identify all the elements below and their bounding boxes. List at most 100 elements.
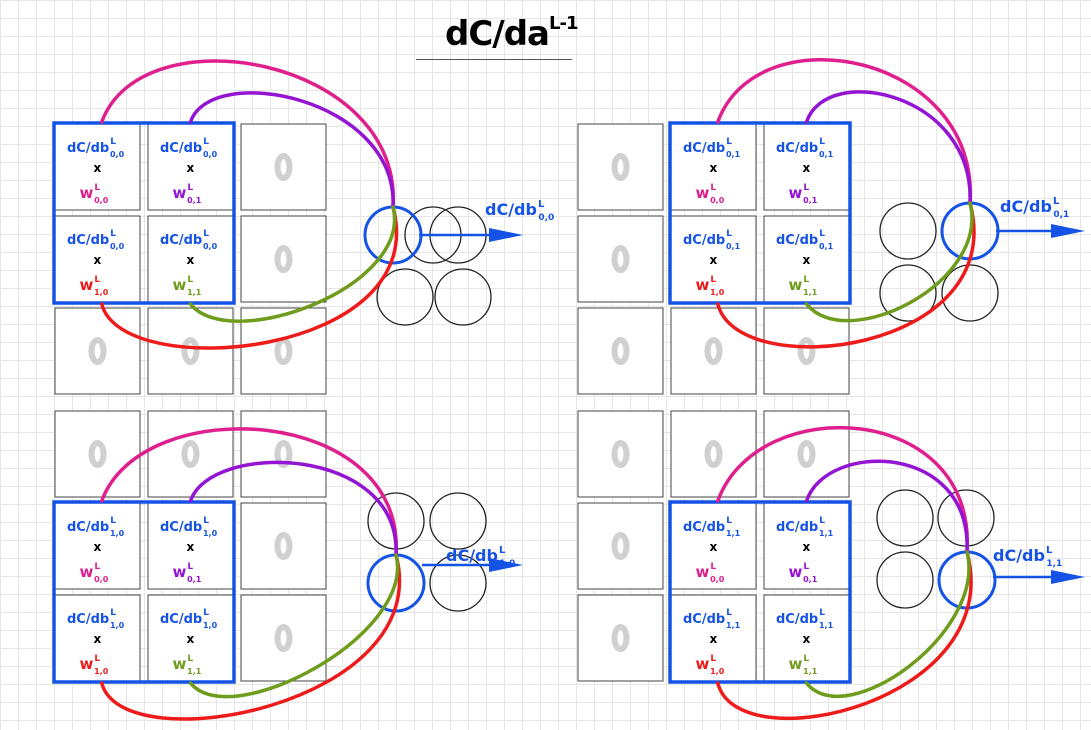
output-gradient-label-base: dC/db [485,200,537,219]
zero-cell [240,502,327,590]
cell-box [147,594,234,682]
zero-glyph [274,440,293,468]
neuron-circle [434,268,492,326]
cell-box [147,215,234,303]
gradient-label-base: dC/db [67,612,109,627]
times-symbol: x [187,253,195,267]
gradient-label-sup: L [110,137,116,147]
times-symbol: x [187,540,195,554]
weight-label-sup: L [187,654,193,664]
zero-glyph [611,337,630,365]
weight-label-sup: L [94,562,100,572]
times-symbol: x [187,161,195,175]
neuron-circle [429,492,487,550]
weight-label-base: w [80,184,94,202]
gradient-label-sup: L [110,516,116,526]
weight-label-sup: L [710,562,716,572]
gradient-label-sub: 0,0 [203,150,218,159]
zero-glyph [274,624,293,652]
cell-box [54,410,141,498]
zero-cell [577,502,664,590]
gradient-label-sub: 0,1 [726,242,741,251]
times-symbol: x [710,253,718,267]
weight-label-base: w [173,276,187,294]
gradient-label-base: dC/db [776,233,818,248]
gradient-label-base: dC/db [67,233,109,248]
neuron-circle [429,554,487,612]
cell-box [763,594,850,682]
weight-label-sub: 0,0 [710,575,725,584]
gradient-label-base: dC/db [67,141,109,156]
weight-label-sup: L [803,654,809,664]
gradient-label-sup: L [819,516,825,526]
gradient-label-base: dC/db [160,233,202,248]
weight-label-sup: L [94,183,100,193]
zero-cell [763,410,850,498]
zero-cell [54,410,141,498]
cell-box [670,307,757,395]
zero-cell [240,410,327,498]
weight-label-sup: L [710,183,716,193]
times-symbol: x [187,632,195,646]
gradient-label-sup: L [203,608,209,618]
title-base: dC/da [445,14,550,54]
weight-label-base: w [80,655,94,673]
cell-box [240,502,327,590]
gradient-label-sup: L [110,608,116,618]
cell-box [240,594,327,682]
weight-label-sup: L [187,183,193,193]
weight-label-sub: 1,1 [187,667,202,676]
gradient-label-sub: 1,0 [203,529,218,538]
gradient-label-sup: L [726,516,732,526]
zero-glyph [611,440,630,468]
gradient-label-sub: 1,1 [819,621,834,630]
weight-label-base: w [789,184,803,202]
gradient-label-sub: 0,0 [110,150,125,159]
output-gradient-label-sup: L [1046,545,1053,556]
cell-box [54,594,141,682]
cell-box [763,307,850,395]
cell-box [240,410,327,498]
weight-label-sup: L [710,654,716,664]
gradient-label-base: dC/db [683,233,725,248]
gradient-label-sup: L [726,137,732,147]
gradient-label-sub: 0,1 [819,150,834,159]
cell-box [240,307,327,395]
times-symbol: x [803,632,811,646]
weight-label-sub: 1,1 [187,288,202,297]
neuron-circle [376,268,434,326]
receptive-field-box [52,500,236,684]
gradient-label-sup: L [203,516,209,526]
zero-cell [577,410,664,498]
cell-box [54,307,141,395]
weight-label-sup: L [94,654,100,664]
cell-box [240,123,327,211]
neuron-circle [876,489,934,547]
gradient-label-sup: L [819,137,825,147]
zero-glyph [88,337,107,365]
gradient-label-base: dC/db [776,141,818,156]
gradient-label-sup: L [819,229,825,239]
zero-glyph [704,337,723,365]
receptive-field-box [668,121,852,305]
output-gradient-label-sub: 0,0 [538,213,554,223]
weight-label-sub: 0,1 [803,196,818,205]
weight-label-base: w [173,184,187,202]
